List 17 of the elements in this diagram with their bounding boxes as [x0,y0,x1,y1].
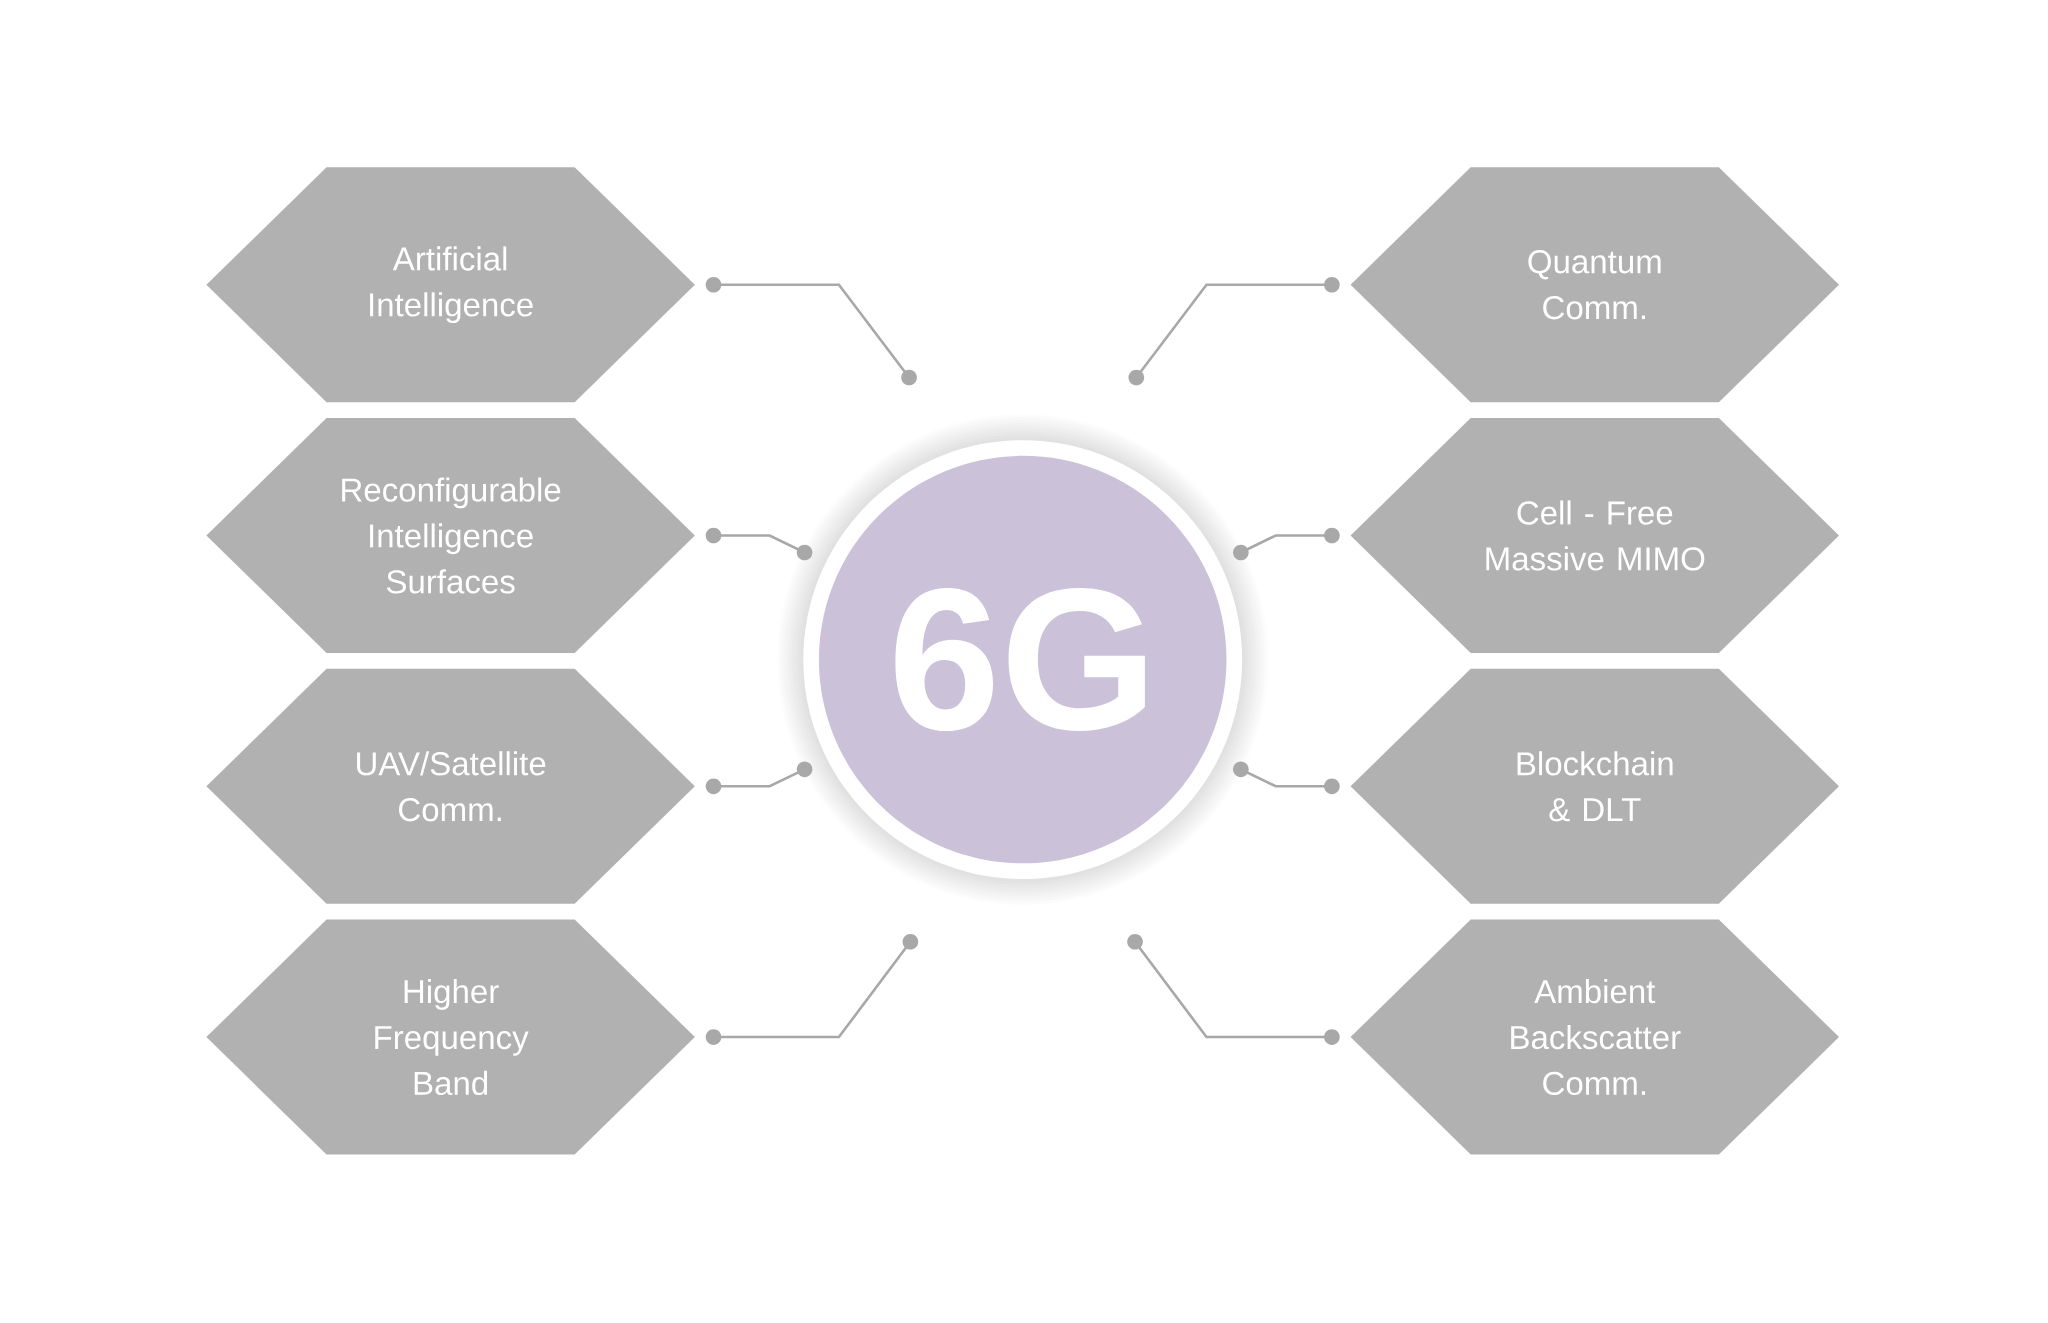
hexagon: Blockchain & DLT [1350,668,1840,904]
connector-line [1233,527,1340,561]
hexagon: Reconfigurable Intelligence Surfaces [206,417,695,653]
connector-line [705,761,813,795]
hexagon: Quantum Comm. [1350,167,1840,403]
hexagon: Higher Frequency Band [206,919,695,1155]
connector-line [705,527,813,561]
hexagon: Ambient Backscatter Comm. [1350,919,1840,1155]
node-label: 6G [895,588,1145,732]
connector-line [1127,933,1340,1045]
hexagon: UAV/Satellite Comm. [206,668,695,904]
hexagon: Cell - Free Massive MIMO [1350,417,1840,653]
connector-line [705,276,917,386]
connector-line [705,933,919,1045]
hexagon: Artificial Intelligence [206,167,695,403]
connector-line [1128,276,1340,386]
connector-line [1233,761,1340,795]
